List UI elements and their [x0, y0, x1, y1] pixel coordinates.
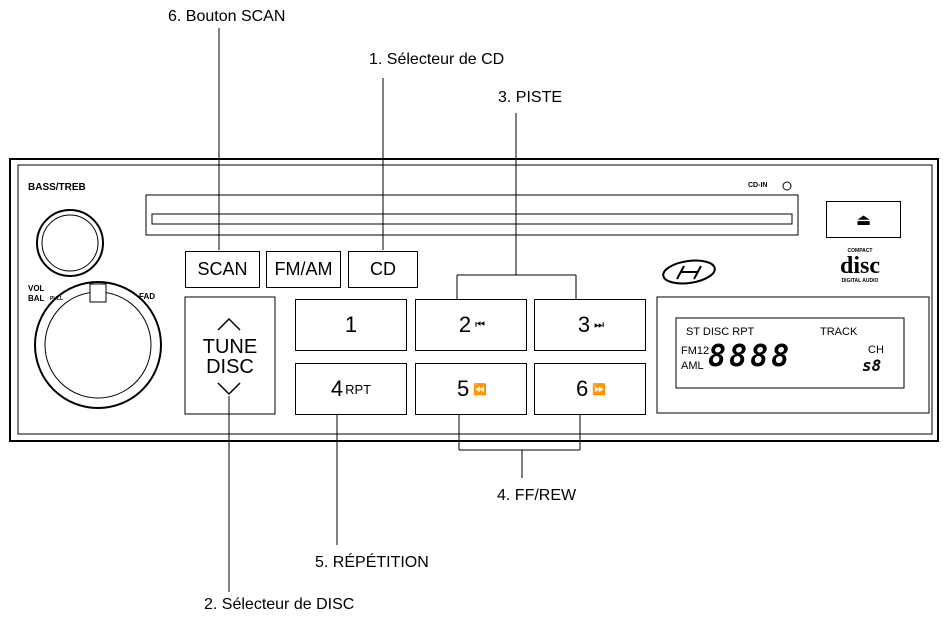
callout-track: 3. PISTE	[498, 89, 563, 106]
preset-5-label: 5	[457, 376, 470, 401]
rewind-icon: ⏪	[473, 383, 487, 396]
preset-4-button[interactable]: 4 RPT	[295, 363, 407, 415]
preset-3-button[interactable]: 3 ⏭	[534, 299, 646, 351]
callout-ff-rew: 4. FF/REW	[497, 487, 577, 504]
preset-6-button[interactable]: 6 ⏩	[534, 363, 646, 415]
tune-disc-rocker[interactable]: TUNE DISC	[185, 297, 275, 414]
rpt-label: RPT	[345, 381, 372, 397]
disc-label: DISC	[206, 356, 254, 378]
display-band-fm: FM12	[681, 345, 710, 357]
eject-button[interactable]: ⏏	[826, 201, 901, 238]
volume-knob[interactable]	[35, 282, 161, 408]
preset-4-label: 4	[330, 376, 344, 401]
digital-audio-text: DIGITAL AUDIO	[841, 278, 879, 284]
fast-forward-icon: ⏩	[592, 383, 606, 396]
bass-treb-knob[interactable]	[37, 210, 103, 276]
vol-label: VOL	[28, 284, 45, 293]
pull-label: PULL	[50, 296, 64, 302]
bal-label: BAL	[28, 294, 45, 303]
fad-label: FAD	[139, 292, 155, 301]
callout-cd-selector: 1. Sélecteur de CD	[369, 51, 505, 68]
preset-3-label: 3	[577, 312, 591, 337]
scan-button-label: SCAN	[197, 259, 248, 279]
tune-label: TUNE	[202, 336, 258, 358]
cd-in-label: CD-IN	[748, 182, 768, 189]
fm-am-button-label: FM/AM	[274, 259, 333, 279]
callout-scan: 6. Bouton SCAN	[168, 8, 286, 25]
preset-5-button[interactable]: 5 ⏪	[415, 363, 527, 415]
preset-2-button[interactable]: 2 ⏮	[415, 299, 527, 351]
lcd-display: ST DISC RPT TRACK FM12 AML 8888 CH s8	[676, 318, 904, 388]
preset-2-label: 2	[458, 312, 472, 337]
hyundai-logo	[662, 259, 716, 285]
display-status-line: ST DISC RPT	[686, 326, 755, 338]
preset-1-label: 1	[344, 312, 358, 337]
eject-icon: ⏏	[855, 211, 872, 229]
scan-button[interactable]: SCAN	[185, 251, 260, 288]
preset-1-button[interactable]: 1	[295, 299, 407, 351]
display-small-digits: s8	[862, 356, 882, 375]
compact-disc-logo: COMPACT disc DIGITAL AUDIO	[832, 248, 888, 292]
disc-text: disc	[839, 253, 880, 279]
skip-back-icon: ⏮	[475, 318, 485, 331]
display-track-label: TRACK	[820, 326, 858, 338]
cd-button-label: CD	[370, 259, 396, 279]
bass-treb-label: BASS/TREB	[28, 182, 86, 193]
fm-am-button[interactable]: FM/AM	[266, 251, 341, 288]
display-band-am: AML	[681, 360, 704, 372]
display-ch-label: CH	[868, 344, 884, 356]
compact-text: COMPACT	[847, 248, 873, 254]
preset-6-label: 6	[576, 376, 589, 401]
callout-disc-selector: 2. Sélecteur de DISC	[204, 596, 355, 613]
skip-forward-icon: ⏭	[594, 318, 604, 331]
cd-slot[interactable]	[146, 195, 798, 235]
display-digits: 8888	[708, 339, 793, 374]
cd-button[interactable]: CD	[348, 251, 418, 288]
callout-repeat: 5. RÉPÉTITION	[315, 554, 429, 571]
